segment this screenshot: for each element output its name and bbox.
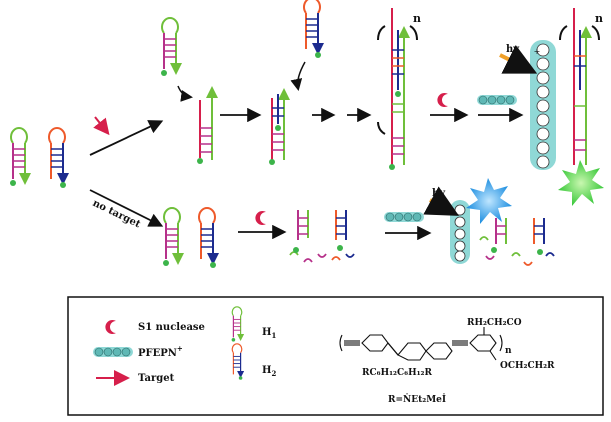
legend-target: Target (138, 373, 175, 384)
polymer-dna-complex (530, 8, 600, 170)
light-arrow-upper (499, 44, 538, 74)
target-branch-arrow (89, 120, 164, 156)
s1-nuclease-upper (437, 93, 448, 107)
target-h1-duplex (197, 86, 218, 164)
pfepn-lower (383, 211, 425, 223)
h1-hairpin-upper (161, 18, 178, 76)
legend-box (67, 296, 604, 416)
target-strand-icon (93, 116, 110, 136)
no-target-branch-arrow (89, 189, 164, 227)
h1-hairpin-lower (163, 208, 180, 266)
legend-h2: H2 (262, 365, 276, 378)
green-emission-star (558, 160, 604, 206)
repeat-n-label-1: n (413, 12, 421, 25)
charge-sign-upper: + (534, 47, 541, 56)
hybridize-arrow (177, 85, 193, 102)
h2-hairpin-start (49, 128, 66, 188)
hv-label-lower: hv (432, 188, 446, 199)
legend-h1: H1 (262, 327, 276, 340)
pfepn-legend-icon (92, 346, 134, 358)
cascade-duplex (269, 88, 290, 165)
polymer-duplex (377, 8, 418, 170)
h1-hairpin-start (10, 128, 27, 186)
legend-s1-nuclease: S1 nuclease (138, 322, 205, 333)
repeat-n-structure: n (505, 346, 512, 356)
hv-label-upper: hv (506, 44, 520, 55)
substituent-bottom-right: OCH₂CH₂R (500, 361, 555, 371)
h2-join-arrow (290, 61, 306, 91)
repeat-n-label-2: n (595, 12, 603, 25)
substituent-bottom-left: RC₆H₁₂C₆H₁₂R (362, 368, 432, 378)
polymer-free-fragments (450, 200, 555, 266)
s1-nuclease-lower (255, 211, 266, 225)
pfepn-structure (339, 327, 503, 361)
legend-pfepn: PFEPN+ (138, 344, 183, 359)
h2-hairpin-upper (304, 0, 321, 58)
h2-hairpin-lower (199, 208, 216, 268)
r-definition: R=ṄEt₂Meİ (388, 392, 446, 405)
blue-emission-star (466, 178, 512, 224)
substituent-top: RH₂CH₂CO (467, 318, 522, 328)
digested-fragments (289, 210, 355, 263)
light-arrow-lower (423, 186, 460, 216)
pfepn-upper (476, 94, 518, 106)
